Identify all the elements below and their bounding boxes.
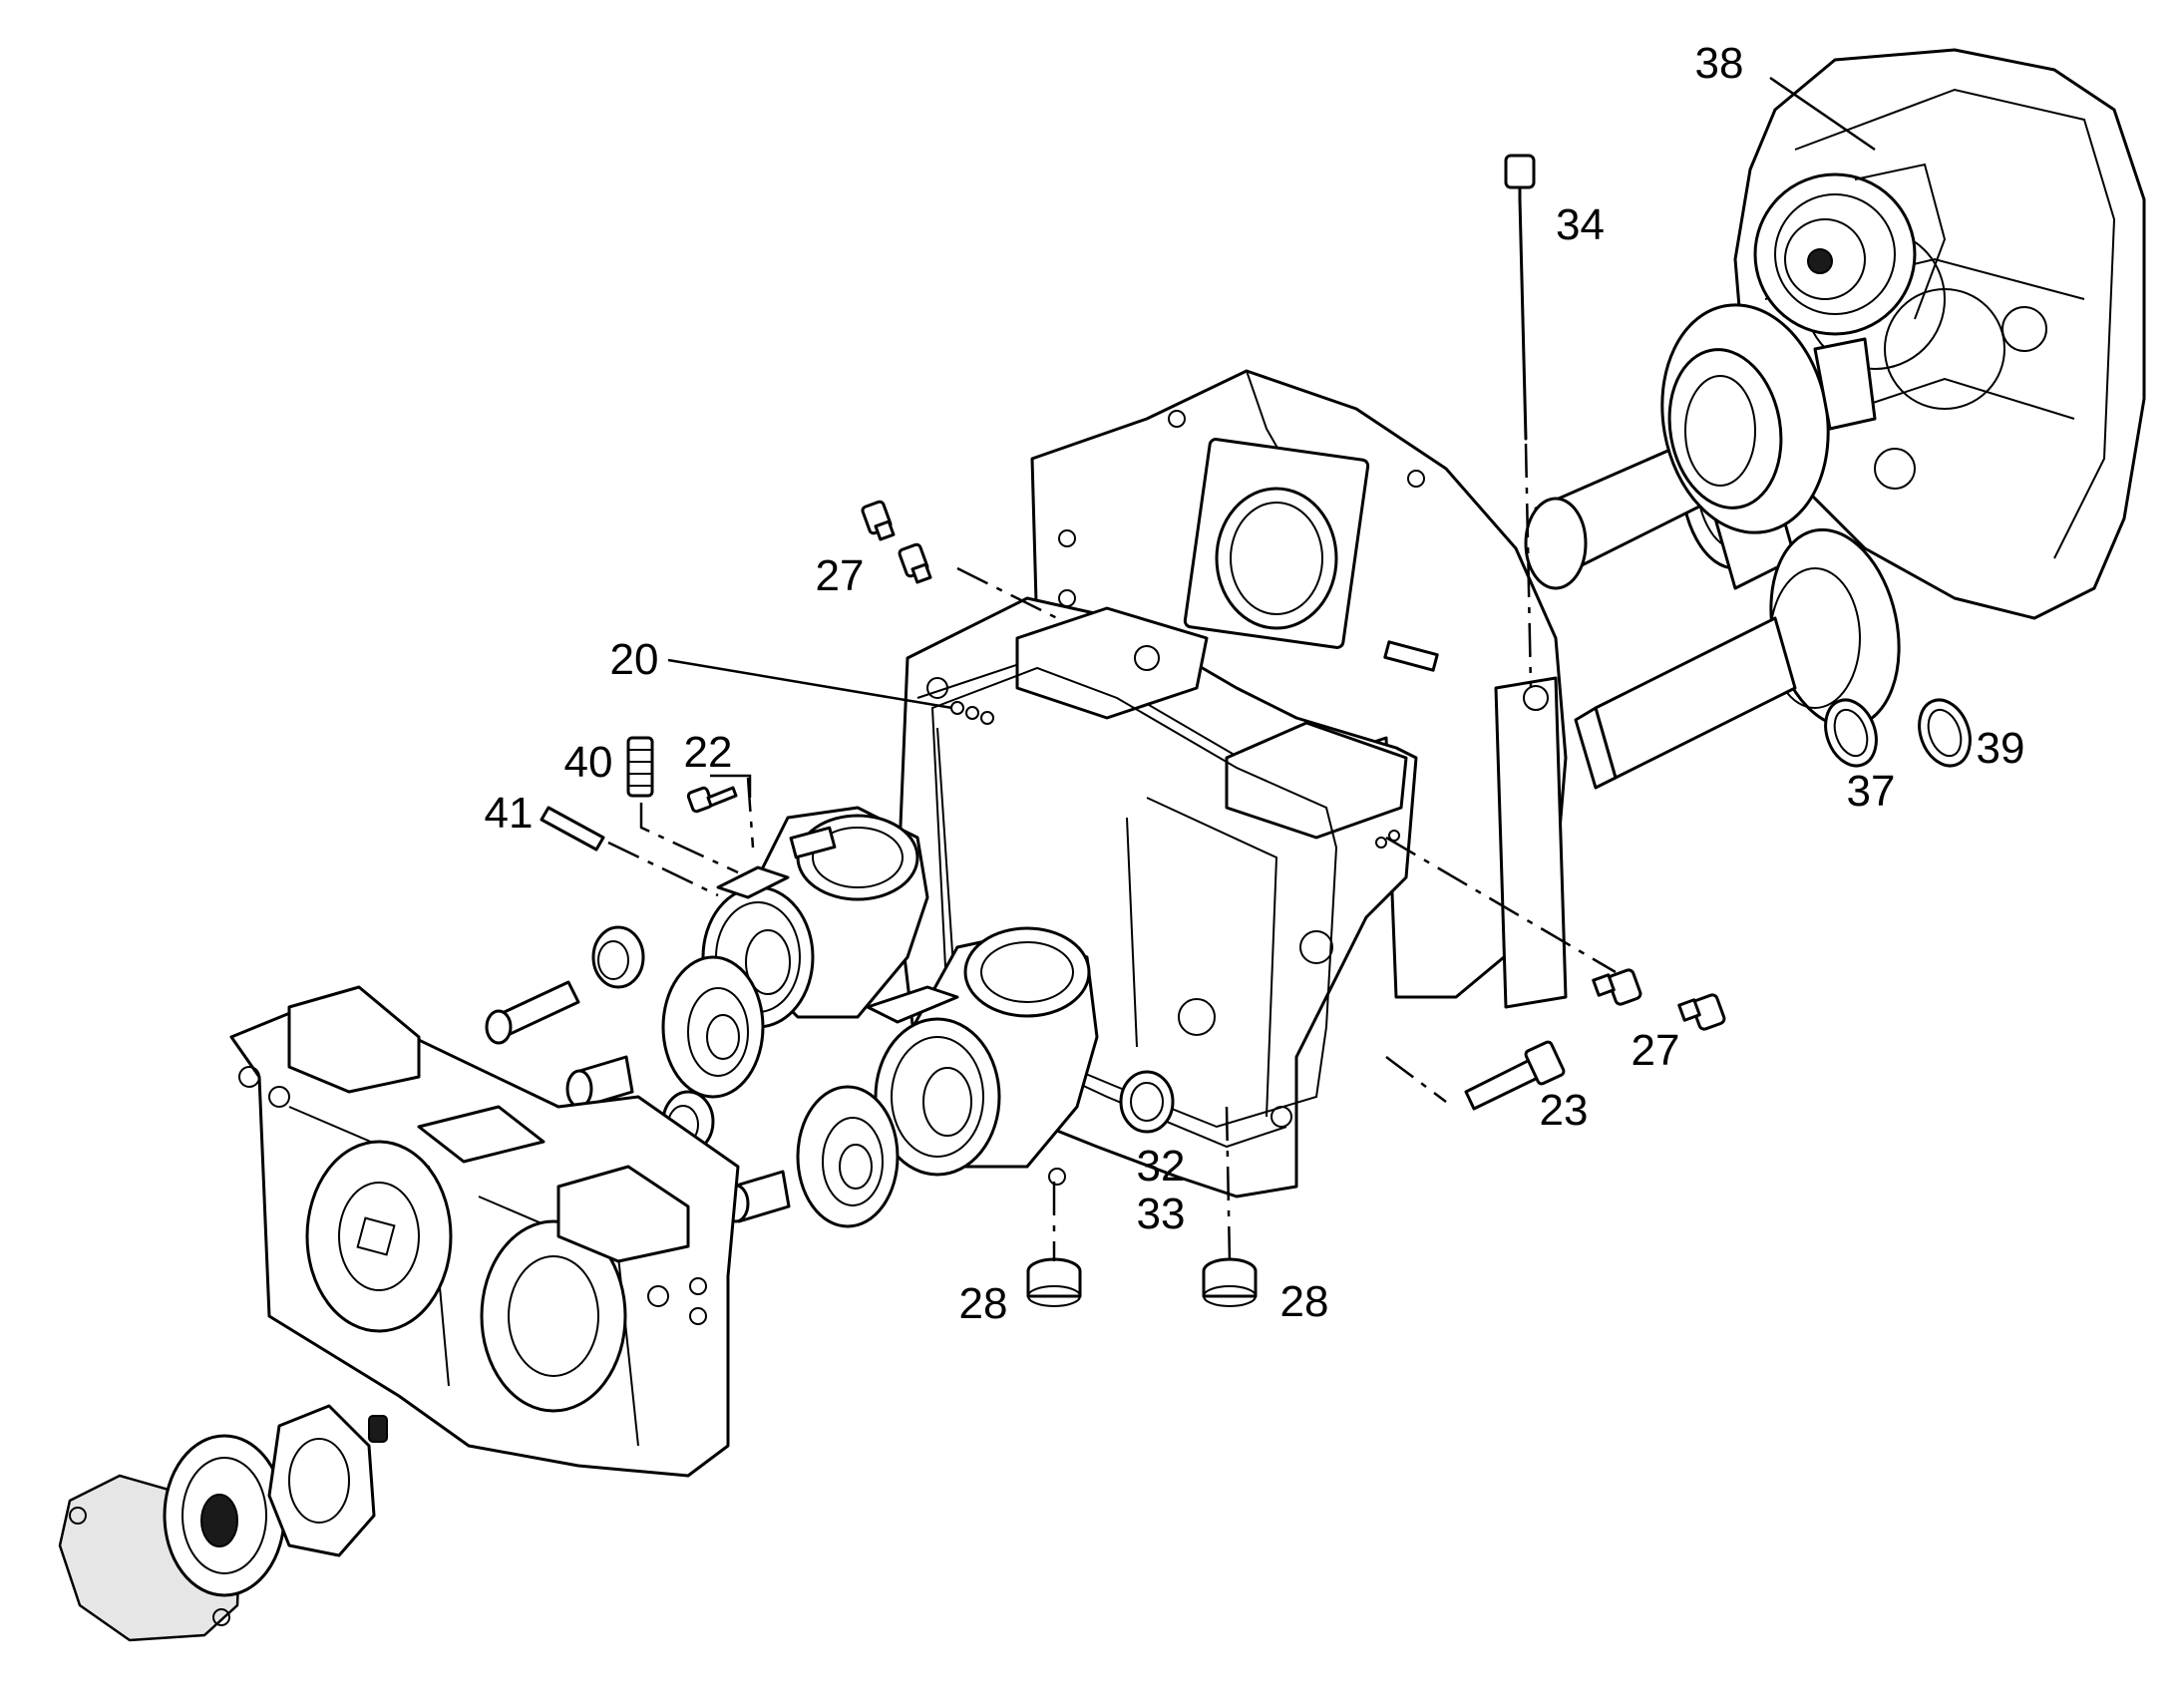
screw-27-lower-a <box>1592 968 1642 1006</box>
rear-flange-cover <box>1733 48 2146 620</box>
axis-line-dipstick <box>1524 443 1533 689</box>
screw-22 <box>686 786 738 814</box>
plug-32-33 <box>1119 1070 1175 1134</box>
axis-line-screws-lower <box>1385 836 1617 974</box>
screw-27-upper-b <box>898 542 932 584</box>
callout-33: 33 <box>1137 1190 1186 1238</box>
leader-20 <box>667 658 953 710</box>
dipstick-34 <box>1504 154 1536 441</box>
housing-top-plate <box>1015 606 1408 849</box>
port-plate-lower <box>796 1085 900 1228</box>
axis-line-bolt-23 <box>1385 1056 1447 1103</box>
callout-40: 40 <box>564 738 613 787</box>
control-piston <box>485 980 580 1045</box>
bearing-38 <box>1753 163 1947 336</box>
retaining-ring-37 <box>1824 698 1878 768</box>
callout-38: 38 <box>1695 39 1744 88</box>
main-housing <box>1030 369 1568 1009</box>
axis-line-pin-41 <box>607 841 719 897</box>
callout-27-lower: 27 <box>1632 1026 1680 1075</box>
axis-line-plug-28-right <box>1225 1106 1232 1262</box>
screw-27-lower-b <box>1677 993 1726 1031</box>
callout-20: 20 <box>610 635 659 684</box>
leader-38 <box>1769 76 1876 152</box>
leader-22 <box>710 774 752 798</box>
middle-gear-bearing <box>1660 303 1877 534</box>
callout-41: 41 <box>485 789 534 838</box>
end-plate <box>229 985 740 1478</box>
bolt-23 <box>1464 1040 1566 1111</box>
callout-28-right: 28 <box>1280 1277 1329 1326</box>
callout-23: 23 <box>1540 1086 1589 1135</box>
plug-28-right <box>1202 1257 1258 1307</box>
plug-fitting-upper <box>591 925 645 989</box>
plug-28-left <box>1026 1257 1082 1307</box>
axis-line-screws-upper <box>956 566 1058 620</box>
callout-34: 34 <box>1556 200 1605 249</box>
callout-28-left: 28 <box>959 1279 1008 1328</box>
screw-27-upper-a <box>861 500 896 541</box>
swash-housing-lower <box>866 926 1099 1186</box>
pin-41 <box>540 806 605 852</box>
port-plate-upper <box>661 955 765 1099</box>
callout-39: 39 <box>1977 724 2025 773</box>
aux-pump-seal <box>163 1434 286 1597</box>
output-shaft-gear <box>1574 527 1901 790</box>
callout-27-upper: 27 <box>816 551 865 600</box>
spring-40 <box>626 736 654 798</box>
callout-22: 22 <box>684 728 733 777</box>
callout-37: 37 <box>1847 767 1896 816</box>
circlip-39 <box>1918 698 1972 768</box>
axis-line-spring-40 <box>639 803 739 874</box>
aux-pump-gear <box>267 1404 388 1557</box>
callout-32: 32 <box>1137 1142 1186 1191</box>
